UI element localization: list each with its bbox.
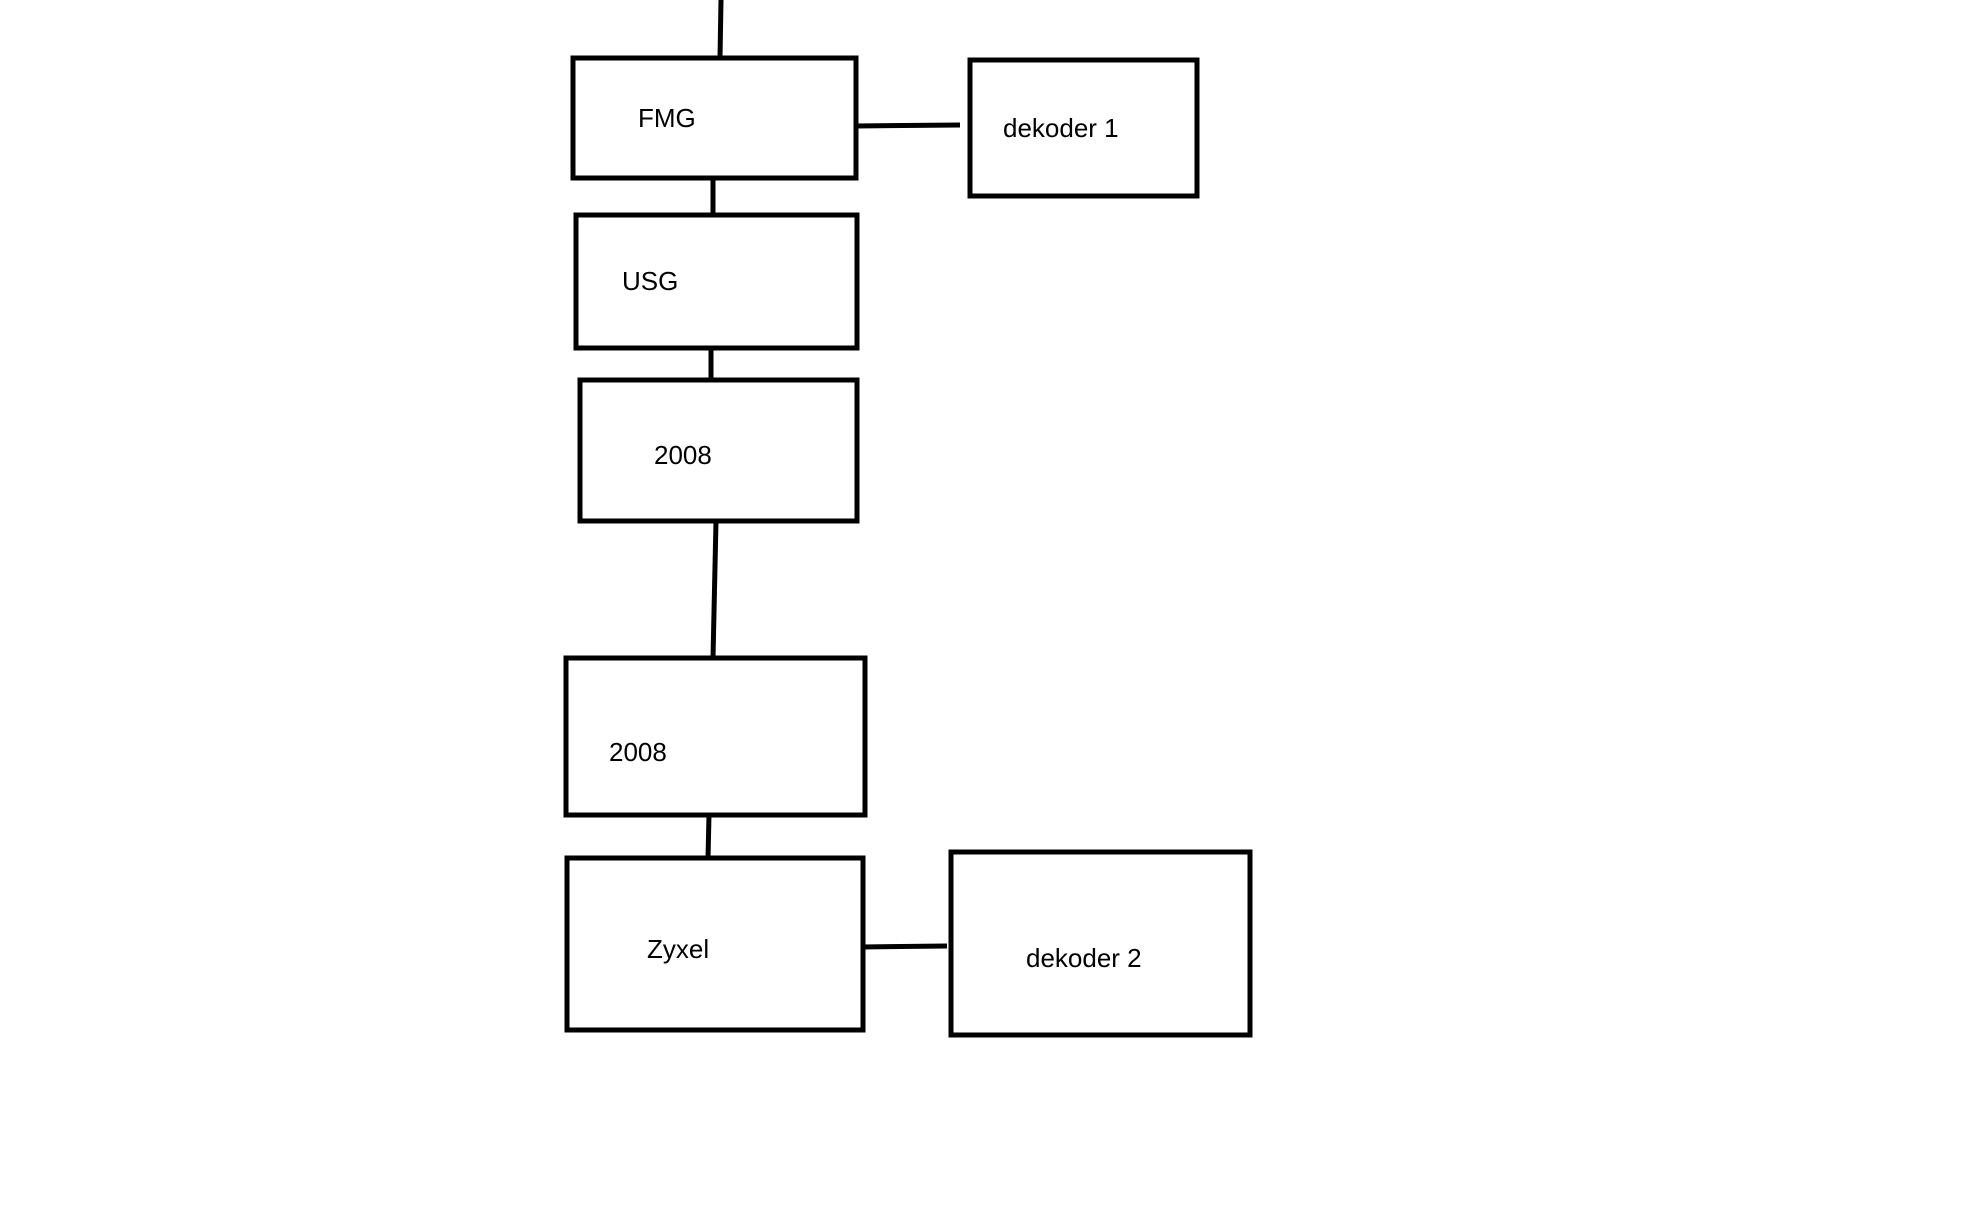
node-fmg: FMG [570,55,859,181]
2008b-zyxel-line [705,814,712,859]
uplink-line [717,0,724,59]
node-usg-label: USG [622,266,678,296]
node-usg-box [573,212,860,351]
node-2008-upper-label: 2008 [654,440,712,470]
node-2008-lower: 2008 [563,655,868,818]
node-fmg-box [570,55,859,181]
fmg-dekoder1-line [854,122,961,129]
zyxel-dekoder2-line [861,943,948,950]
node-usg: USG [573,212,860,351]
node-zyxel-label: Zyxel [647,934,709,964]
2008a-2008b-line [710,520,719,659]
node-dekoder2: dekoder 2 [948,849,1253,1038]
node-2008-upper: 2008 [577,377,860,524]
node-dekoder1-box [967,57,1200,199]
node-zyxel-box [564,855,866,1033]
node-dekoder2-label: dekoder 2 [1026,943,1142,973]
node-zyxel: Zyxel [564,855,866,1033]
node-fmg-label: FMG [638,103,696,133]
node-dekoder1-label: dekoder 1 [1003,113,1119,143]
node-dekoder1: dekoder 1 [967,57,1200,199]
node-2008-lower-box [563,655,868,818]
node-2008-upper-box [577,377,860,524]
node-2008-lower-label: 2008 [609,737,667,767]
node-dekoder2-box [948,849,1253,1038]
